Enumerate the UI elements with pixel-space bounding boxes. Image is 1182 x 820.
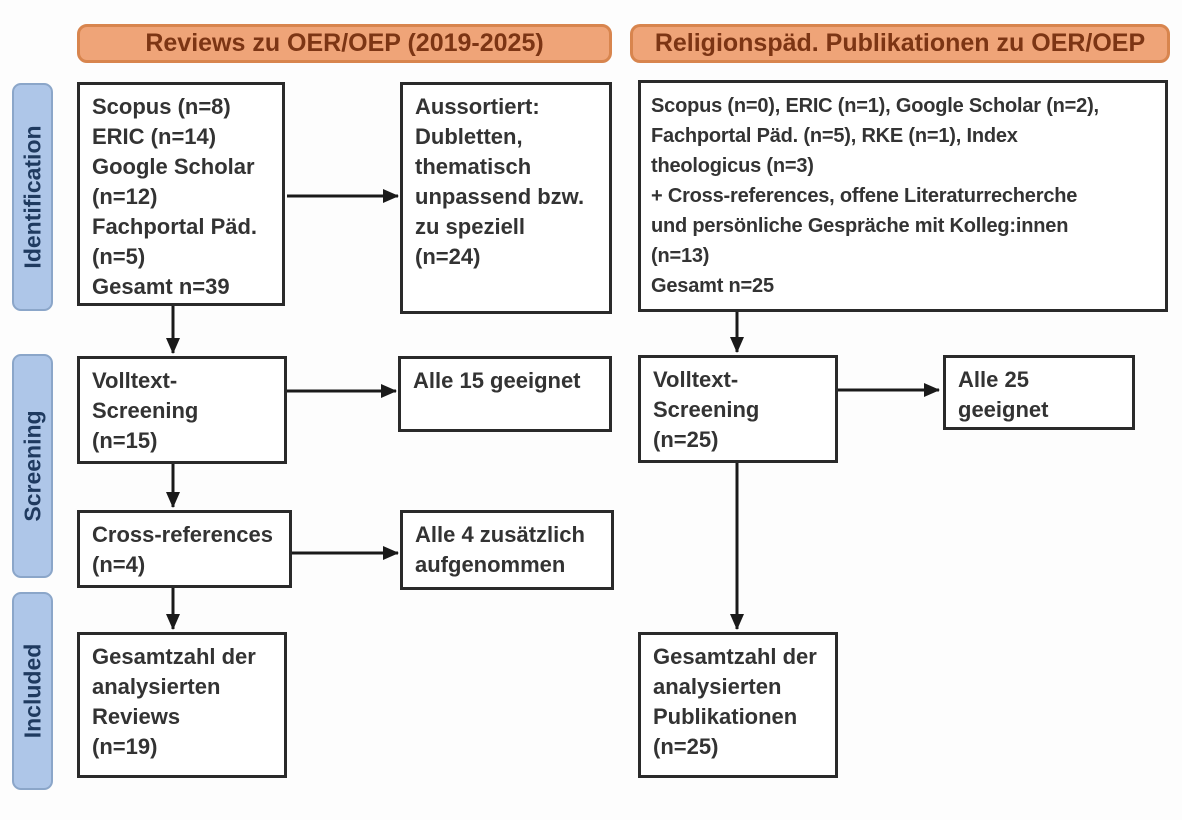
box-left-added: Alle 4 zusätzlich aufgenommen: [400, 510, 614, 590]
box-left-fulltext-screening: Volltext- Screening (n=15): [77, 356, 287, 464]
box-left-eligible: Alle 15 geeignet: [398, 356, 612, 432]
box-left-excluded: Aussortiert: Dubletten, thematisch unpas…: [400, 82, 612, 314]
box-right-included-total: Gesamtzahl der analysierten Publikatione…: [638, 632, 838, 778]
box-left-included-total: Gesamtzahl der analysierten Reviews (n=1…: [77, 632, 287, 778]
header-religion-column: Religionspäd. Publikationen zu OER/OEP: [630, 24, 1170, 63]
box-right-eligible: Alle 25 geeignet: [943, 355, 1135, 430]
stage-label-screening: Screening: [12, 354, 53, 578]
stage-label-screening-text: Screening: [19, 410, 45, 522]
stage-label-included-text: Included: [19, 643, 45, 739]
box-left-crossreferences: Cross-references (n=4): [77, 510, 292, 588]
stage-label-identification-text: Identification: [19, 125, 45, 269]
header-reviews-column: Reviews zu OER/OEP (2019-2025): [77, 24, 612, 63]
box-right-fulltext-screening: Volltext- Screening (n=25): [638, 355, 838, 463]
stage-label-included: Included: [12, 592, 53, 790]
box-left-sources: Scopus (n=8) ERIC (n=14) Google Scholar …: [77, 82, 285, 306]
box-right-sources: Scopus (n=0), ERIC (n=1), Google Scholar…: [638, 80, 1168, 312]
stage-label-identification: Identification: [12, 83, 53, 311]
